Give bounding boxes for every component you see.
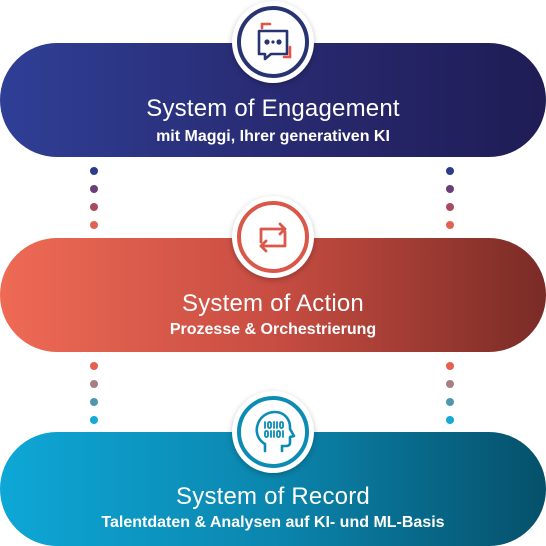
- connector-dot: [446, 362, 454, 370]
- layer-title: System of Engagement: [146, 95, 400, 122]
- connector-dot: [90, 185, 98, 193]
- layer-subtitle: Talentdaten & Analysen auf KI- und ML-Ba…: [101, 514, 445, 531]
- connector-dot: [90, 416, 98, 424]
- layer-action: System of Action Prozesse & Orchestrieru…: [0, 238, 546, 352]
- connector-dot: [446, 185, 454, 193]
- layer-subtitle: Prozesse & Orchestrierung: [169, 321, 377, 338]
- layer-badge-record: [232, 391, 314, 473]
- layer-title: System of Record: [176, 483, 370, 510]
- layer-subtitle: mit Maggi, Ihrer generativen KI: [156, 128, 390, 145]
- head-binary-icon: [255, 410, 296, 453]
- layer-title: System of Action: [182, 290, 364, 317]
- connector-dot: [446, 398, 454, 406]
- connector-dot: [446, 221, 454, 229]
- connector-dot: [446, 167, 454, 175]
- connector-dot: [90, 221, 98, 229]
- connector-dot: [90, 380, 98, 388]
- connector-dot: [90, 362, 98, 370]
- layer-badge-action: [232, 196, 314, 278]
- layer-badge-engagement: [232, 1, 314, 83]
- connector-dot: [446, 380, 454, 388]
- connector-dot: [90, 167, 98, 175]
- connector-dot: [90, 398, 98, 406]
- connector-dot: [446, 203, 454, 211]
- connector-dot: [90, 203, 98, 211]
- connector-dot: [446, 416, 454, 424]
- chat-bot-icon: [257, 22, 292, 61]
- cycle-arrows-icon: [259, 222, 287, 253]
